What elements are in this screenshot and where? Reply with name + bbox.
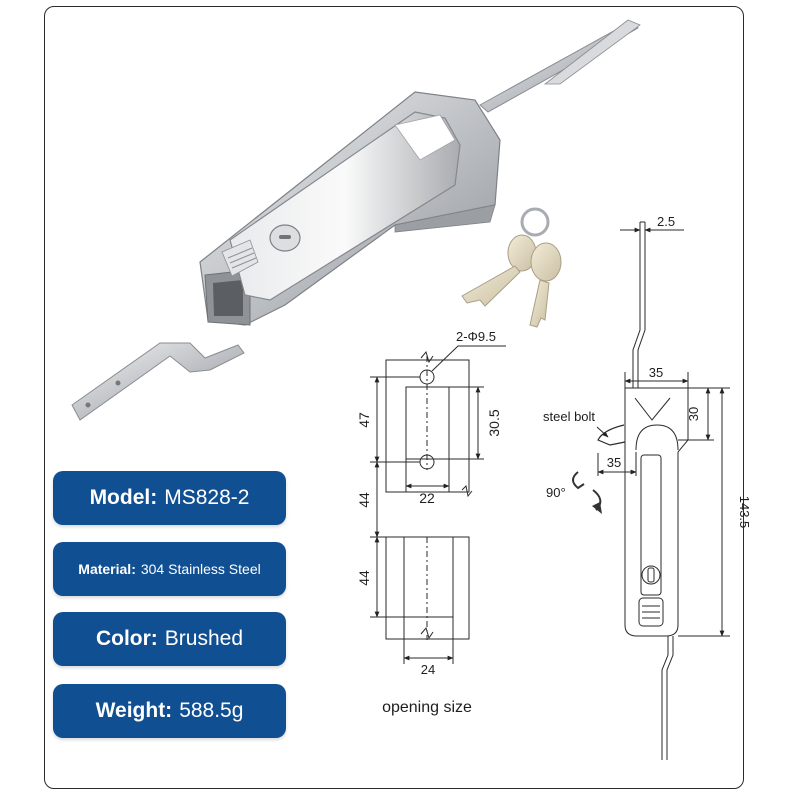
dim-44-lower: 44	[356, 570, 372, 586]
hole-label: 2-Φ9.5	[456, 329, 496, 344]
latch-rod-top	[479, 19, 641, 113]
dim-22: 22	[419, 490, 435, 506]
steel-bolt-label: steel bolt	[543, 409, 595, 424]
dim-35-top: 35	[649, 365, 663, 380]
color-value: Brushed	[164, 627, 244, 650]
opening-size-caption: opening size	[382, 699, 472, 716]
color-badge: Color: Brushed	[53, 612, 286, 666]
product-frame	[44, 6, 744, 789]
side-profile-labels: 2.5 35 30 steel bolt 35 90° 143.5	[543, 214, 752, 528]
opening-size-drawing	[370, 345, 506, 664]
weight-value: 588.5g	[179, 699, 244, 722]
model-key: Model:	[89, 486, 158, 509]
dim-30: 30	[686, 407, 701, 421]
dim-30-5: 30.5	[486, 409, 502, 436]
dim-24: 24	[421, 662, 435, 677]
side-profile-drawing	[596, 221, 730, 760]
dim-143-5: 143.5	[737, 496, 752, 529]
material-value: 304 Stainless Steel	[140, 561, 261, 577]
weight-badge: Weight: 588.5g	[53, 684, 286, 738]
model-value: MS828-2	[164, 486, 250, 509]
weight-key: Weight:	[95, 699, 173, 722]
latch-rod-bottom	[71, 342, 245, 421]
keys	[461, 207, 562, 328]
dim-2-5: 2.5	[657, 214, 675, 229]
color-key: Color:	[95, 627, 158, 650]
dim-35-bolt: 35	[607, 455, 621, 470]
latch-body	[199, 91, 501, 326]
model-badge: Model: MS828-2	[53, 471, 286, 525]
opening-size-labels: 2-Φ9.5 47 30.5 22 44 44 24 opening size	[356, 329, 502, 716]
rotation-arrow-icon	[572, 471, 602, 514]
angle-90-label: 90°	[546, 485, 566, 500]
dim-44-upper: 44	[356, 492, 372, 508]
dim-47: 47	[356, 412, 372, 428]
material-badge: Material: 304 Stainless Steel	[53, 542, 286, 596]
material-key: Material:	[78, 561, 136, 577]
